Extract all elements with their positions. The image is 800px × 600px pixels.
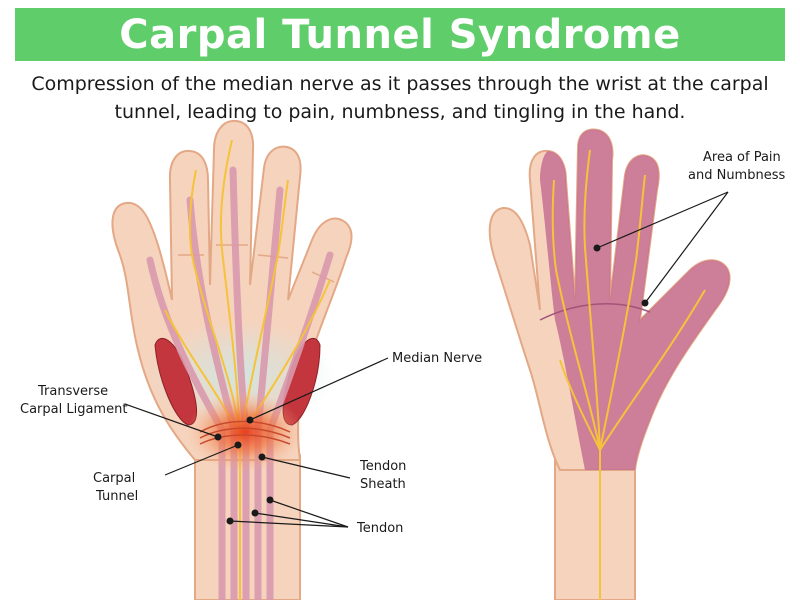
left-hand-anatomy bbox=[111, 119, 353, 600]
right-hand-pain-area bbox=[488, 128, 731, 600]
label-carpal-line2: Tunnel bbox=[95, 489, 138, 504]
label-median-nerve: Median Nerve bbox=[392, 351, 482, 366]
subtitle-line-1: Compression of the median nerve as it pa… bbox=[31, 73, 769, 95]
label-transverse-line2: Carpal Ligament bbox=[20, 402, 127, 417]
label-transverse-line1: Transverse bbox=[37, 384, 108, 399]
label-pain-line2: and Numbness bbox=[688, 168, 785, 183]
label-tendon-sheath-line2: Sheath bbox=[360, 477, 406, 492]
callouts bbox=[124, 191, 729, 528]
label-carpal-line1: Carpal bbox=[93, 471, 135, 486]
label-pain-line1: Area of Pain bbox=[703, 150, 781, 165]
label-tendon: Tendon bbox=[356, 521, 403, 536]
right-forearm bbox=[554, 459, 636, 600]
title-banner: Carpal Tunnel Syndrome bbox=[15, 8, 785, 61]
page-title: Carpal Tunnel Syndrome bbox=[119, 11, 681, 58]
pain-region bbox=[540, 129, 730, 471]
label-tendon-sheath-line1: Tendon bbox=[359, 459, 406, 474]
subtitle-line-2: tunnel, leading to pain, numbness, and t… bbox=[114, 101, 686, 123]
subtitle: Compression of the median nerve as it pa… bbox=[20, 70, 780, 126]
callout-dots bbox=[214, 244, 649, 525]
inflammation-area bbox=[187, 392, 303, 472]
